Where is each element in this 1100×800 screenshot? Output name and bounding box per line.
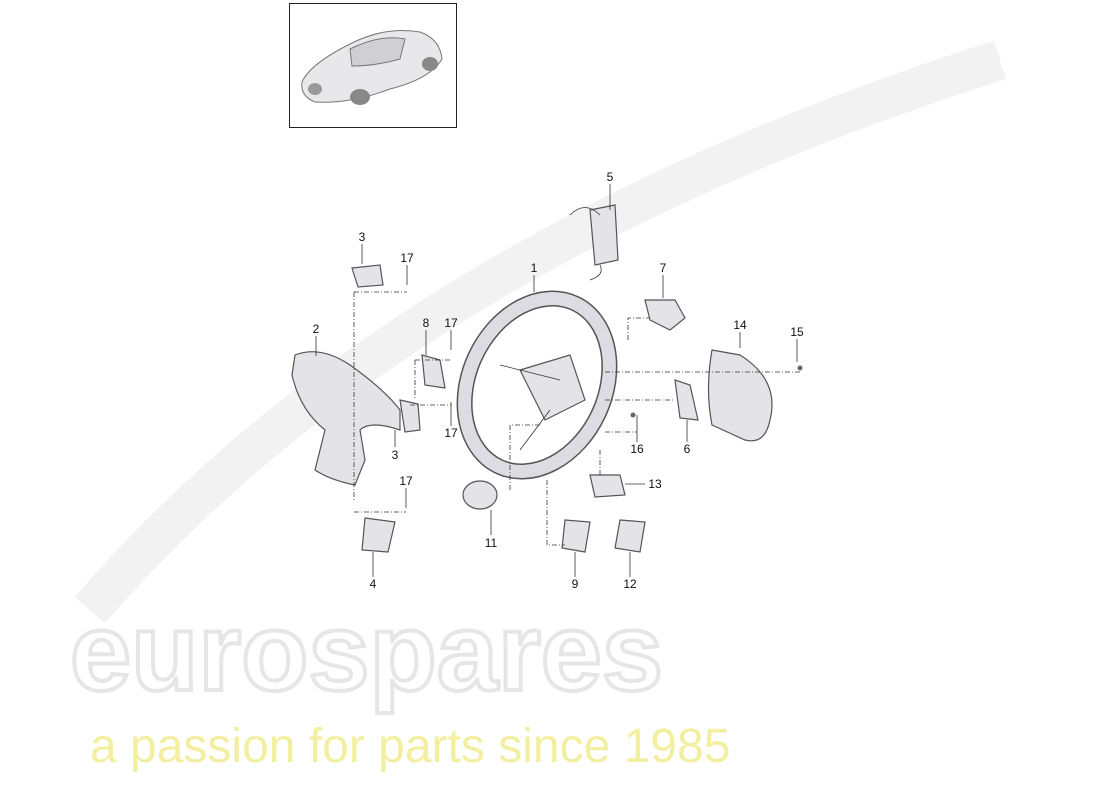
watermark-brand: eurospares <box>70 591 663 714</box>
screw-16 <box>630 412 636 418</box>
callout-17: 17 <box>400 251 414 265</box>
callout-labels: 1 2 3 17 8 17 3 17 17 4 5 7 14 15 6 16 1… <box>313 170 804 591</box>
trim-panel-9[interactable] <box>561 519 591 553</box>
trim-panel-12[interactable] <box>614 519 646 553</box>
callout-7: 7 <box>660 261 667 275</box>
control-unit[interactable] <box>589 474 626 498</box>
callout-6: 6 <box>684 442 691 456</box>
screw-15 <box>797 365 803 371</box>
callout-17: 17 <box>444 316 458 330</box>
steering-wheel-trim-cover[interactable] <box>291 351 401 486</box>
callout-15: 15 <box>790 325 804 339</box>
steering-wheel[interactable] <box>437 275 636 496</box>
trim-panel-8[interactable] <box>421 354 446 389</box>
switch-module-upper[interactable] <box>351 264 384 288</box>
callout-2: 2 <box>313 322 320 336</box>
watermark: eurospares a passion for parts since 198… <box>68 40 1007 773</box>
callout-16: 16 <box>630 442 644 456</box>
leader-lines <box>315 184 800 577</box>
callout-11: 11 <box>485 536 498 550</box>
vibration-motor[interactable] <box>462 480 498 510</box>
wiring-harness[interactable] <box>589 204 619 266</box>
callout-1: 1 <box>531 261 538 275</box>
car-thumbnail-icon <box>301 30 443 105</box>
callout-8: 8 <box>423 316 430 330</box>
callout-5: 5 <box>607 170 614 184</box>
callout-9: 9 <box>572 577 579 591</box>
trim-panel-4[interactable] <box>361 517 396 553</box>
switch-module-lower[interactable] <box>399 399 421 433</box>
callout-3: 3 <box>359 230 366 244</box>
watermark-tagline: a passion for parts since 1985 <box>90 720 730 773</box>
callout-4: 4 <box>370 577 377 591</box>
callout-17: 17 <box>444 426 458 440</box>
car-thumbnail <box>289 3 457 128</box>
callout-14: 14 <box>733 318 747 332</box>
callout-13: 13 <box>648 477 662 491</box>
callout-3: 3 <box>392 448 399 462</box>
column-shroud[interactable] <box>707 349 773 442</box>
callout-12: 12 <box>623 577 637 591</box>
trim-panel-7[interactable] <box>644 299 686 331</box>
callout-17: 17 <box>399 474 413 488</box>
cover-6[interactable] <box>674 379 699 421</box>
